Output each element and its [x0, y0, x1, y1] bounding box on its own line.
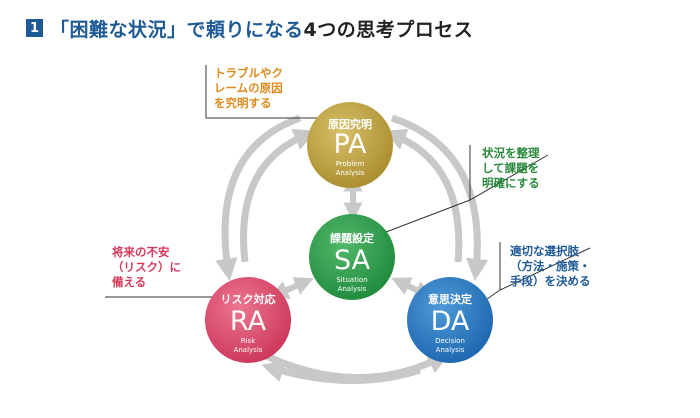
arrow-da-to-ra [261, 360, 422, 385]
outer-cycle-arrows [215, 114, 489, 385]
note-ra-line: （リスク）に [112, 260, 181, 274]
note-sa-line: して課題を [482, 161, 540, 175]
arrow-ra-to-pa [240, 128, 317, 263]
node-sa-jp: 課題設定 [330, 231, 374, 245]
note-pa-line: トラブルやク [214, 66, 283, 80]
node-pa-en1: Problem [336, 160, 365, 168]
node-ra-en1: Risk [241, 337, 256, 345]
node-pa-en2: Analysis [336, 169, 365, 177]
node-ra-jp: リスク対応 [221, 292, 276, 306]
node-sa-en1: Situation [336, 276, 367, 284]
note-sa-line: 状況を整理 [482, 146, 540, 160]
note-da: 適切な選択肢 （方法・施策・ 手段）を決める [510, 244, 591, 289]
arrow-pa-to-ra [215, 114, 302, 282]
section-header: 1 「困難な状況」で頼りになる4つの思考プロセス [26, 14, 473, 42]
node-pa-abbr: PA [333, 129, 367, 160]
note-pa: トラブルやク レームの原因 を究明する [214, 66, 283, 111]
page-title: 「困難な状況」で頼りになる4つの思考プロセス [50, 15, 473, 42]
note-da-line: （方法・施策・ [510, 259, 591, 273]
node-da-jp: 意思決定 [428, 292, 472, 306]
node-ra-en2: Analysis [234, 346, 263, 354]
note-sa-line: 明確にする [482, 176, 540, 190]
node-ra: リスク対応 RA Risk Analysis [205, 277, 291, 363]
node-sa: 課題設定 SA Situation Analysis [309, 214, 395, 300]
node-da-en2: Analysis [436, 346, 465, 354]
node-ra-abbr: RA [230, 306, 267, 337]
arrow-da-to-pa [383, 128, 463, 263]
node-da: 意思決定 DA Decision Analysis [407, 277, 493, 363]
node-da-abbr: DA [431, 306, 470, 337]
node-sa-abbr: SA [334, 245, 371, 276]
node-pa: 原因究明 PA Problem Analysis [307, 102, 393, 188]
arrow-pa-to-da [390, 114, 489, 282]
note-pa-line: レームの原因 [214, 81, 283, 95]
note-pa-line: を究明する [214, 96, 272, 110]
note-ra: 将来の不安 （リスク）に 備える [112, 245, 181, 290]
note-ra-line: 将来の不安 [112, 245, 170, 259]
title-rest: 4つの思考プロセス [303, 18, 474, 41]
node-pa-jp: 原因究明 [328, 117, 372, 131]
title-highlight: 「困難な状況」で頼りになる [50, 18, 304, 41]
leader-pa [205, 65, 337, 119]
node-da-en1: Decision [435, 337, 465, 345]
section-number-badge: 1 [26, 19, 43, 37]
note-ra-line: 備える [112, 275, 147, 289]
note-da-line: 手段）を決める [510, 274, 591, 288]
arrow-sa-ra [269, 277, 314, 299]
note-da-line: 適切な選択肢 [510, 244, 579, 258]
note-sa: 状況を整理 して課題を 明確にする [482, 146, 540, 191]
node-sa-en2: Analysis [338, 285, 367, 293]
